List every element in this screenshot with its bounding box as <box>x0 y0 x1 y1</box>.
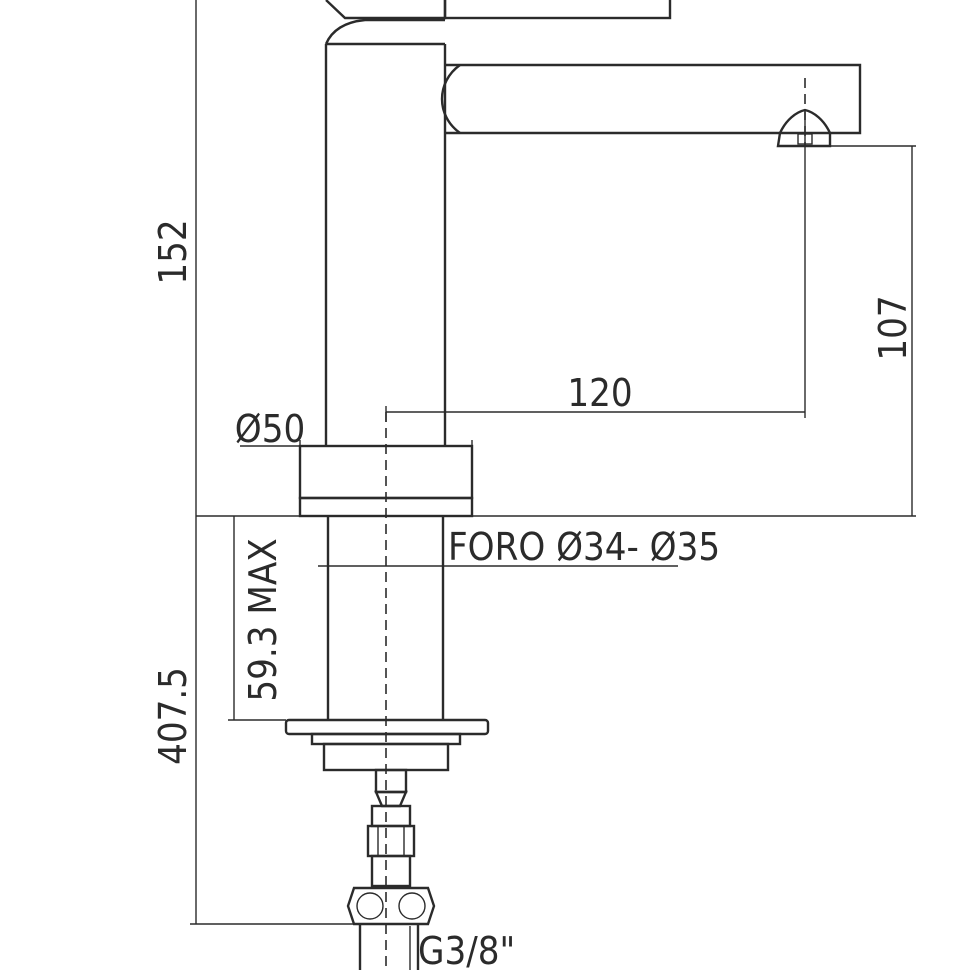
dim-spout-reach: 120 <box>567 371 632 415</box>
dimension-labels: 152 107 120 Ø50 FORO Ø34- Ø35 59.3 MAX 4… <box>151 219 915 970</box>
dimension-lines <box>190 0 916 970</box>
dim-base-diameter: Ø50 <box>235 407 305 451</box>
dim-height-total: 152 <box>151 219 195 284</box>
dim-deck-thickness: 59.3 MAX <box>241 538 285 701</box>
dim-connection-thread: G3/8" <box>418 929 515 970</box>
dim-hose-length: 407.5 <box>151 667 195 765</box>
dim-spout-height: 107 <box>871 295 915 360</box>
dim-hole-diameter: FORO Ø34- Ø35 <box>448 525 720 569</box>
center-lines <box>385 78 806 970</box>
faucet-body <box>284 0 862 970</box>
